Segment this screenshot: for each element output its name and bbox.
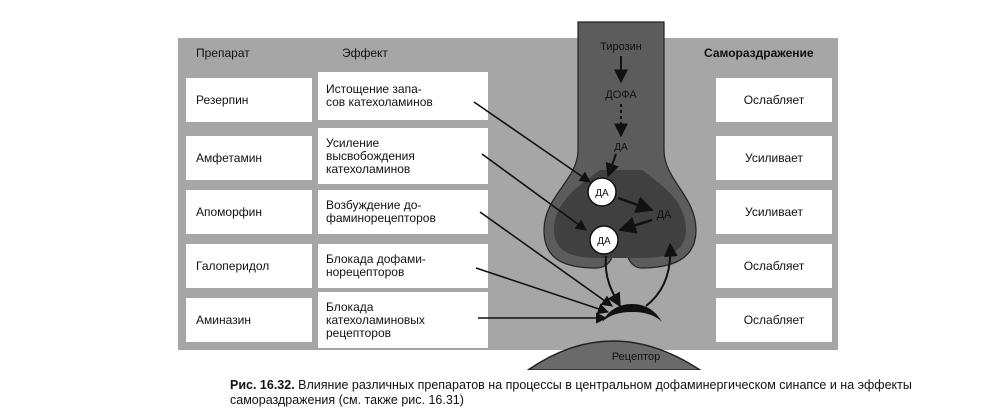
effect-reserpine: Истощение запа- сов катехоламинов (318, 72, 488, 120)
vesicle-upper (587, 177, 617, 207)
figure-caption: Рис. 16.32. Влияние различных препаратов… (230, 378, 990, 408)
reuptake-arrow (618, 216, 653, 234)
apomorphine-action-arrow (479, 211, 613, 307)
label-da-synthesis: ДА (614, 142, 628, 153)
drug-apomorphine: Апоморфин (186, 190, 312, 234)
vesicle-lower (589, 225, 619, 255)
postsynaptic-cell (526, 340, 702, 370)
synapse-drawing: Тирозин ДОФА ДА ДА ДА ДА Рецептор (473, 21, 702, 370)
drug-chlorpromazine: Аминазин (186, 298, 312, 342)
reserpine-action-arrow (473, 101, 591, 183)
effect-apomorphine: Возбуждение до- фаминорецепторов (318, 190, 488, 234)
label-tyrosine: Тирозин (600, 41, 642, 53)
cleft-release-arrow (604, 255, 621, 308)
caption-label: Рис. 16.32. (230, 378, 295, 392)
header-drug: Препарат (196, 46, 250, 60)
effect-haloperidol: Блокада дофами- норецепторов (318, 244, 488, 288)
amphetamine-action-arrow (481, 153, 587, 231)
drug-haloperidol: Галоперидол (186, 244, 312, 288)
effect-amphetamine: Усиление высвобождения катехоламинов (318, 128, 488, 184)
label-da-vesicle-lower: ДА (597, 236, 611, 247)
label-dopa: ДОФА (605, 89, 637, 101)
terminal-interior (554, 170, 686, 258)
da-to-vesicle-arrow (605, 153, 619, 178)
self-stimulation-reserpine: Ослабляет (716, 78, 832, 122)
header-effect: Эффект (342, 46, 388, 60)
effect-chlorpromazine: Блокада катехоламиновых рецепторов (318, 292, 488, 348)
label-da-vesicle-upper: ДА (595, 188, 609, 199)
receptor-site (602, 304, 662, 322)
label-receptor: Рецептор (612, 351, 660, 363)
drug-reserpine: Резерпин (186, 78, 312, 122)
synapse-figure: Препарат Эффект Самораздражение Резерпин… (178, 21, 838, 370)
self-stimulation-amphetamine: Усиливает (716, 136, 832, 180)
drug-amphetamine: Амфетамин (186, 136, 312, 180)
recycling-arrow (645, 242, 678, 307)
self-stimulation-haloperidol: Ослабляет (716, 244, 832, 288)
label-da-free: ДА (657, 209, 672, 221)
self-stimulation-apomorphine: Усиливает (716, 190, 832, 234)
caption-text: Влияние различных препаратов на процессы… (230, 378, 912, 407)
header-self-stimulation: Самораздражение (704, 46, 814, 60)
self-stimulation-chlorpromazine: Ослабляет (716, 298, 832, 342)
release-arrow (617, 196, 654, 214)
haloperidol-action-arrow (475, 267, 610, 315)
